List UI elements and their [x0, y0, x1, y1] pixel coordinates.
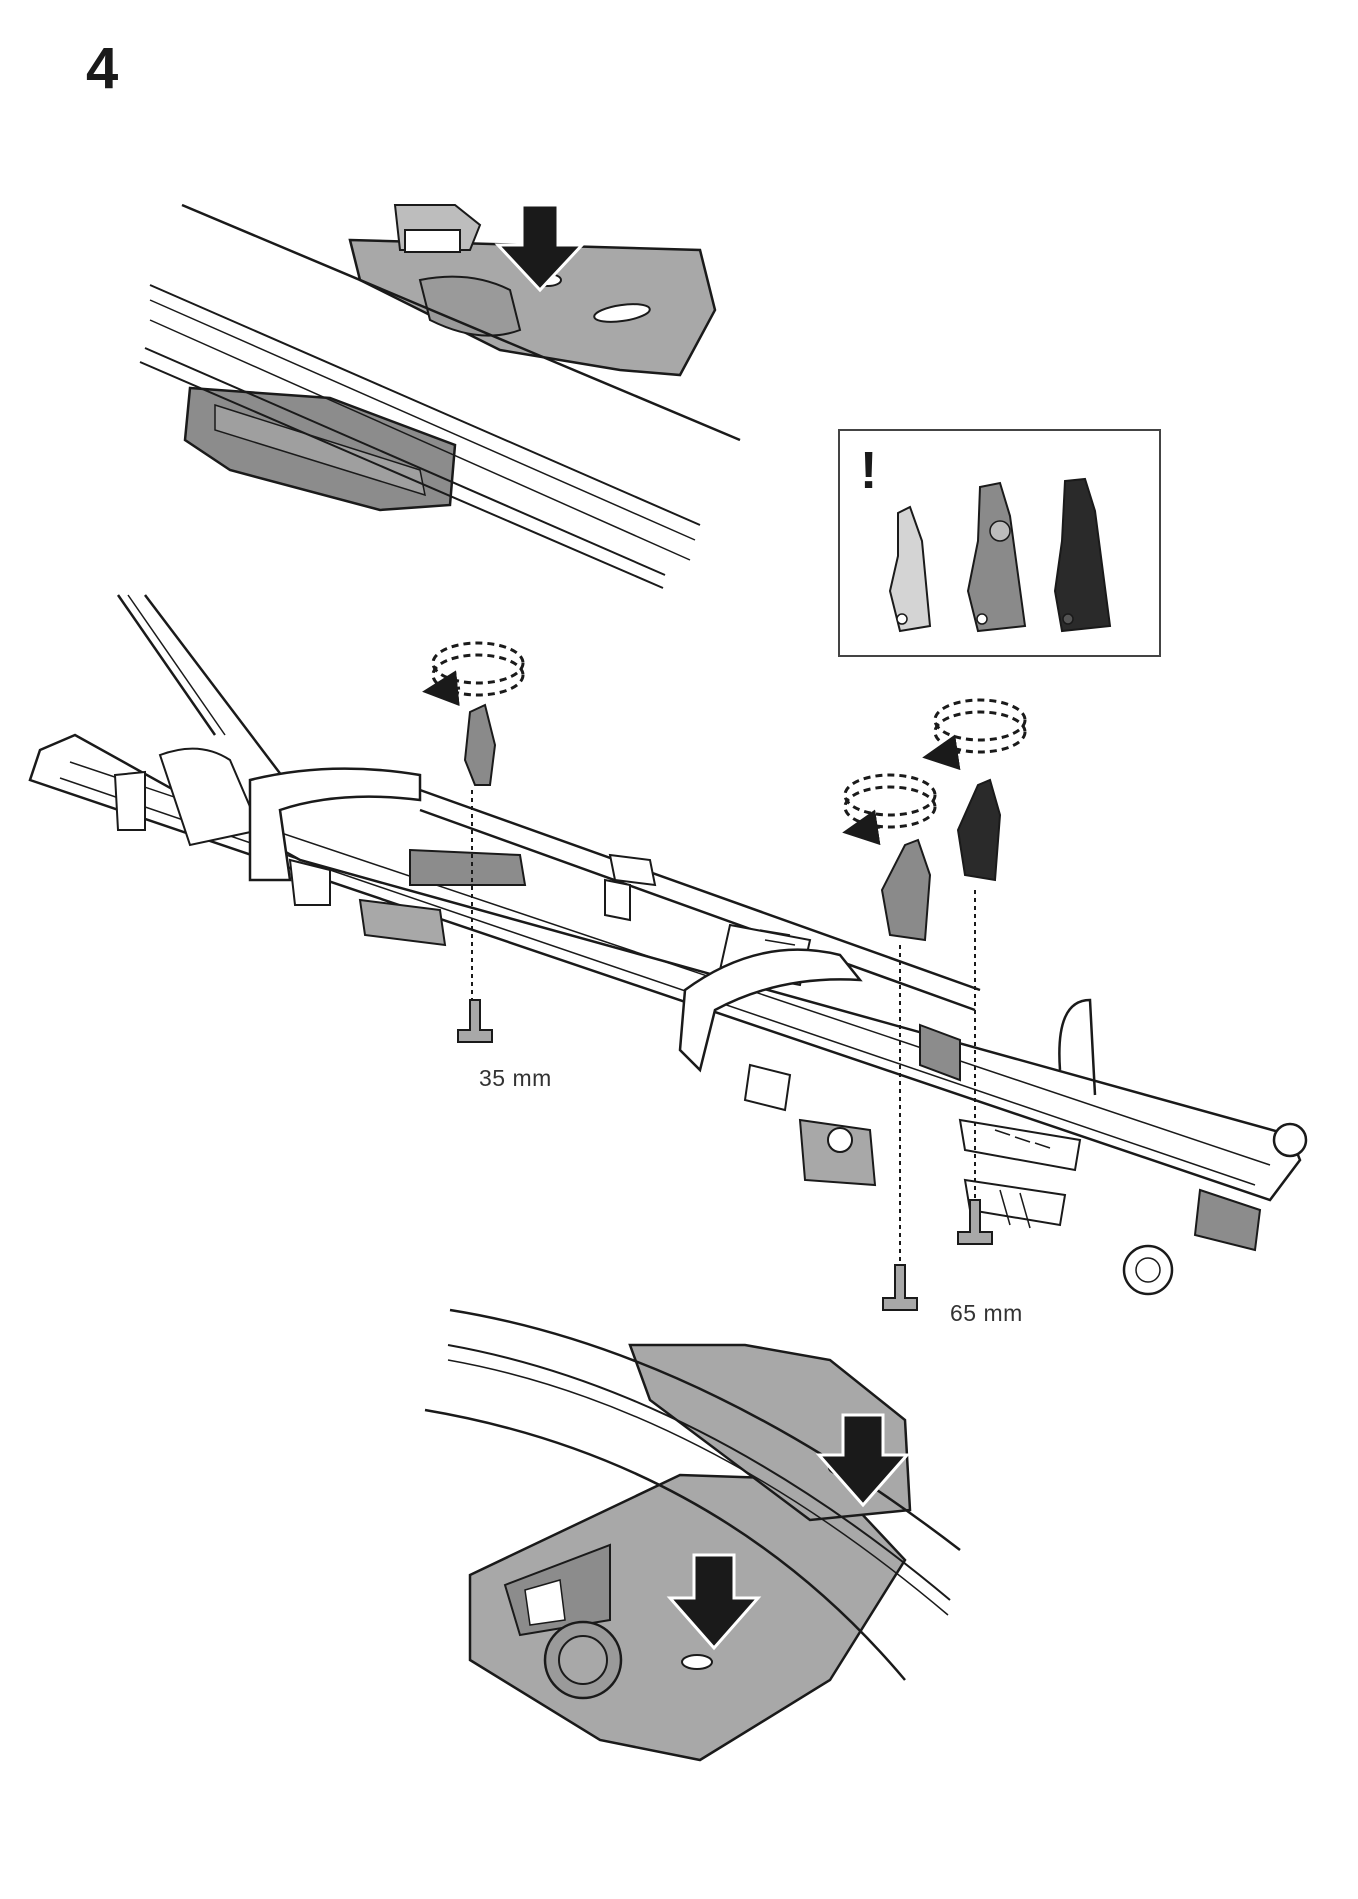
top-crossbar-detail [139, 203, 741, 589]
front-foot-plate [409, 848, 527, 886]
long-bolt-icon [882, 1264, 918, 1311]
front-foot-underside [358, 898, 447, 947]
warning-mark: ! [860, 442, 878, 500]
inset-levers [888, 477, 1112, 633]
frame-arm [1058, 998, 1097, 1096]
rotate-indicator-icon [431, 641, 525, 685]
bike-carrier [28, 594, 1308, 1296]
bottom-lower-arrow-icon [666, 1553, 762, 1651]
mid-grey-lever [966, 481, 1027, 633]
front-lever [463, 703, 497, 786]
top-down-arrow-icon [494, 203, 586, 293]
short-bolt-length-label: 35 mm [479, 1065, 552, 1091]
lever-identification-inset: ! [838, 429, 1161, 657]
rear-wheel-hoop [678, 948, 863, 1073]
front-wheel-hoop [248, 767, 422, 882]
bottom-crossbar-detail [424, 1308, 961, 1762]
short-bolt-icon [457, 999, 493, 1043]
rotate-indicator-icon [843, 773, 937, 817]
rear-grey-lever [880, 838, 932, 942]
rotate-indicator-icon [933, 698, 1027, 742]
light-grey-lever [888, 505, 932, 633]
black-lever [1053, 477, 1112, 633]
rear-black-lever [956, 778, 1002, 882]
top-foot-plate [348, 238, 717, 377]
long-bolt-length-label: 65 mm [950, 1300, 1023, 1326]
lever-installation [422, 641, 1027, 1311]
bottom-upper-arrow-icon [815, 1413, 911, 1508]
step-number: 4 [86, 36, 119, 101]
